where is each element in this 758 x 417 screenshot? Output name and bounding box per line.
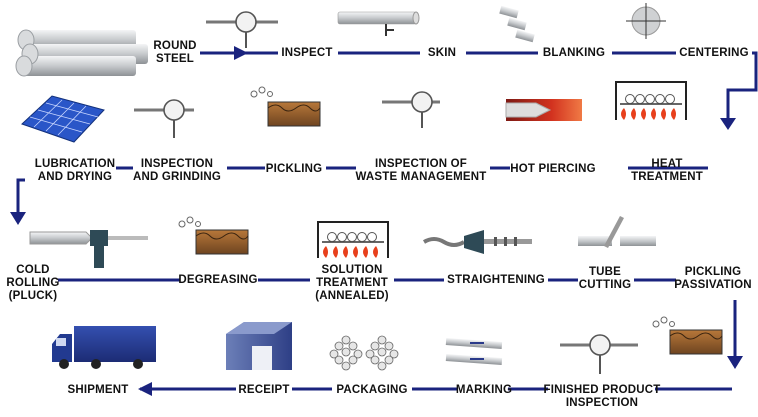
step-blanking: BLANKING <box>542 47 606 59</box>
magnifier-icon-4 <box>560 334 638 374</box>
step-centering: CENTERING <box>679 47 749 59</box>
step-solution-treatment: SOLUTION TREATMENT (ANNEALED) <box>315 264 389 302</box>
step-packaging: PACKAGING <box>336 384 408 396</box>
rolling-mill-icon <box>29 230 148 268</box>
mesh-grid-icon <box>21 95 105 143</box>
step-hot-piercing: HOT PIERCING <box>510 163 596 175</box>
step-lubrication-drying: LUBRICATION AND DRYING <box>34 158 116 183</box>
acid-tank-icon-3 <box>652 316 723 355</box>
furnace-icon <box>615 81 687 120</box>
steel-bars-icon <box>15 29 148 77</box>
magnifier-icon-3 <box>134 99 194 138</box>
step-finished-inspection: FINISHED PRODUCT INSPECTION <box>543 384 661 409</box>
flow-line-right-drop-1 <box>726 51 758 120</box>
marked-tubes-icon <box>445 338 503 365</box>
arrowhead-down-right-2 <box>727 356 743 369</box>
arrowhead-right-row1 <box>234 46 248 60</box>
step-inspect: INSPECT <box>281 47 333 59</box>
step-inspection-grinding: INSPECTION AND GRINDING <box>132 158 222 183</box>
acid-tank-icon <box>250 86 321 127</box>
arrowhead-left-row4 <box>138 382 152 396</box>
crosshair-icon <box>626 3 666 39</box>
step-inspection-waste: INSPECTION OF WASTE MANAGEMENT <box>355 158 487 183</box>
acid-tank-icon-2 <box>178 216 249 255</box>
hot-billet-icon <box>505 99 582 121</box>
arrowhead-down-left <box>10 212 26 225</box>
magnifier-icon <box>206 11 278 48</box>
magnifier-icon-2 <box>382 91 440 128</box>
step-skin: SKIN <box>427 47 457 59</box>
step-receipt: RECEIPT <box>238 384 290 396</box>
step-pickling: PICKLING <box>265 163 323 175</box>
step-straightening: STRAIGHTENING <box>447 274 545 286</box>
flow-lines <box>16 51 758 391</box>
bundles-icon <box>329 335 399 371</box>
truck-icon <box>52 326 156 369</box>
arrowhead-down-right-1 <box>720 118 736 130</box>
furnace-icon-2 <box>317 221 389 258</box>
straightener-icon <box>422 230 532 254</box>
step-marking: MARKING <box>455 384 513 396</box>
warehouse-icon <box>226 322 292 370</box>
cut-bars-icon <box>499 5 535 43</box>
tube-cut-icon <box>578 216 656 248</box>
flow-line-left-drop <box>16 178 25 214</box>
step-tube-cutting: TUBE CUTTING <box>578 266 632 291</box>
step-shipment: SHIPMENT <box>67 384 129 396</box>
bar-peeling-icon <box>337 11 420 36</box>
step-round-steel: ROUND STEEL <box>153 40 197 65</box>
step-cold-rolling: COLD ROLLING (PLUCK) <box>6 264 60 302</box>
step-degreasing: DEGREASING <box>178 274 258 286</box>
step-pickling-passivation: PICKLING PASSIVATION <box>674 266 752 291</box>
arrowheads <box>10 46 743 396</box>
step-heat-treatment: HEAT TREATMENT <box>631 158 703 183</box>
